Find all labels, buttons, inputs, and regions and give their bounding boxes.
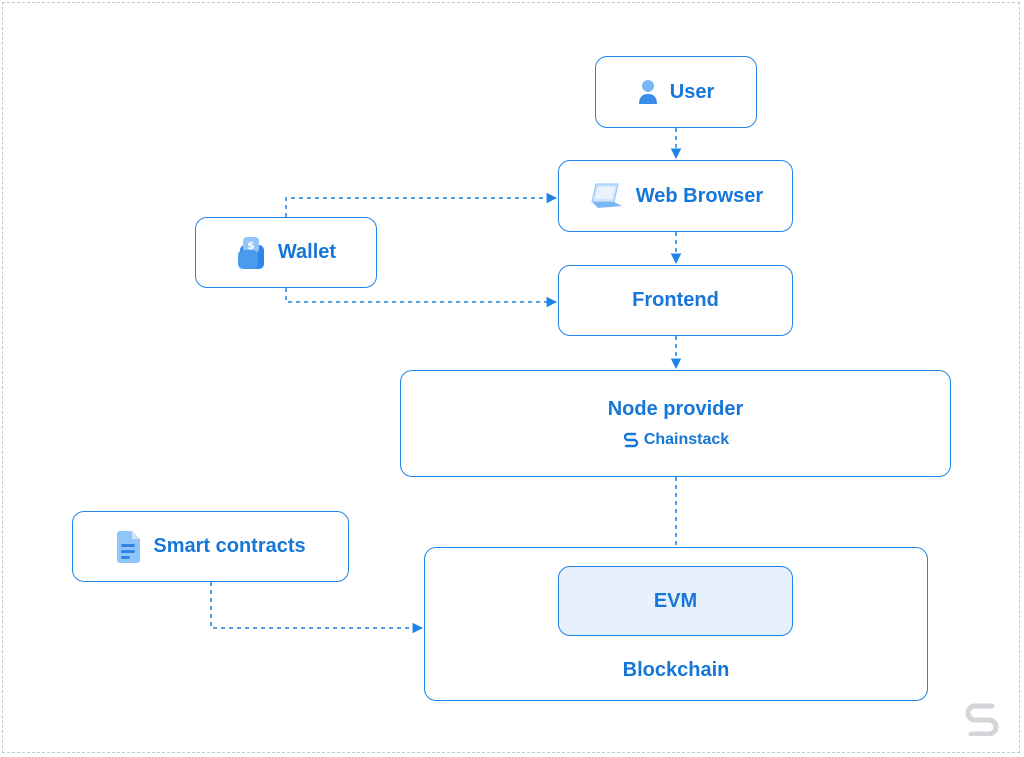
laptop-icon — [588, 182, 624, 210]
node-provider-label: Node provider — [607, 398, 744, 420]
chainstack-logo-icon — [622, 431, 640, 449]
smart-contracts-label: Smart contracts — [153, 535, 306, 557]
frontend-node: Frontend — [558, 265, 793, 336]
evm-node: EVM — [558, 566, 793, 636]
web-browser-label: Web Browser — [635, 184, 764, 207]
chainstack-brand: Chainstack — [622, 431, 729, 449]
user-node: User — [595, 56, 757, 128]
edge-wallet-frontend — [285, 288, 558, 308]
chainstack-text: Chainstack — [643, 431, 730, 448]
evm-label: EVM — [653, 589, 698, 612]
edge-wallet-browser — [285, 192, 558, 217]
smart-contracts-node: Smart contracts — [72, 511, 349, 582]
web-browser-node: Web Browser — [558, 160, 793, 232]
node-provider-node: Node provider Chainstack — [400, 370, 951, 477]
wallet-icon: $ — [236, 236, 266, 270]
user-label: User — [669, 80, 715, 103]
frontend-label: Frontend — [632, 289, 719, 311]
svg-text:$: $ — [247, 239, 255, 252]
user-icon — [638, 79, 658, 105]
chainstack-corner-logo-icon — [962, 700, 1002, 741]
document-icon — [115, 530, 141, 564]
blockchain-label: Blockchain — [622, 659, 730, 681]
wallet-label: Wallet — [277, 241, 337, 263]
wallet-node: $ Wallet — [195, 217, 377, 288]
edge-contracts-blockchain — [210, 582, 424, 634]
